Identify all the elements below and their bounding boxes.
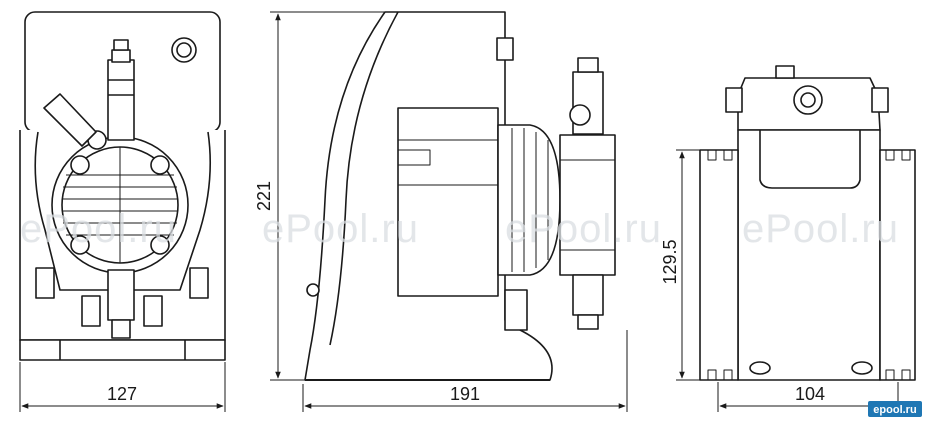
rear-bracket bbox=[759, 130, 861, 189]
dimension-depth bbox=[302, 330, 628, 412]
dim-label-191: 191 bbox=[450, 384, 480, 404]
front-view bbox=[19, 11, 226, 361]
dim-label-129-5: 129.5 bbox=[660, 239, 680, 284]
side-view bbox=[304, 11, 616, 381]
side-suction-valve bbox=[572, 274, 604, 316]
side-fins bbox=[511, 128, 549, 272]
dimension-rear-height bbox=[676, 149, 700, 381]
dimension-front-width bbox=[19, 362, 226, 412]
front-base bbox=[19, 339, 226, 361]
watermarks: ePool.ru ePool.ru ePool.ru ePool.ru bbox=[20, 207, 899, 251]
side-knob bbox=[496, 37, 514, 61]
side-cover-line bbox=[329, 11, 399, 346]
rear-valve-right bbox=[871, 87, 889, 113]
front-knob-inner bbox=[176, 42, 192, 58]
dim-label-127: 127 bbox=[107, 384, 137, 404]
dim-label-104: 104 bbox=[795, 384, 825, 404]
rear-body bbox=[737, 129, 881, 381]
logo-text: epool.ru bbox=[873, 404, 916, 416]
bolt-bl bbox=[70, 235, 90, 255]
watermark-2: ePool.ru bbox=[262, 207, 419, 251]
side-pump-head bbox=[559, 134, 616, 276]
epool-logo: epool.ru bbox=[868, 401, 922, 417]
bolt-br bbox=[150, 235, 170, 255]
bolt-tl bbox=[70, 155, 90, 175]
side-motor bbox=[497, 124, 561, 276]
bolt-tr bbox=[150, 155, 170, 175]
watermark-4: ePool.ru bbox=[742, 207, 899, 251]
clamp-right bbox=[189, 267, 209, 299]
dim-label-221: 221 bbox=[254, 181, 274, 211]
discharge-valve bbox=[107, 59, 135, 141]
pump-head-fins bbox=[62, 147, 178, 263]
dimension-height bbox=[270, 11, 385, 381]
side-inner-panel bbox=[397, 107, 499, 297]
rear-center-valve bbox=[793, 85, 823, 115]
watermark-3: ePool.ru bbox=[505, 207, 662, 251]
watermark-1: ePool.ru bbox=[20, 207, 177, 251]
front-knob bbox=[171, 37, 197, 63]
rear-flange-right bbox=[879, 149, 916, 381]
clamp-left bbox=[35, 267, 55, 299]
rear-view bbox=[699, 65, 916, 381]
vent-valve bbox=[43, 93, 97, 147]
suction-valve bbox=[107, 269, 135, 321]
rear-flange-left bbox=[699, 149, 739, 381]
rear-valve-left bbox=[725, 87, 743, 113]
